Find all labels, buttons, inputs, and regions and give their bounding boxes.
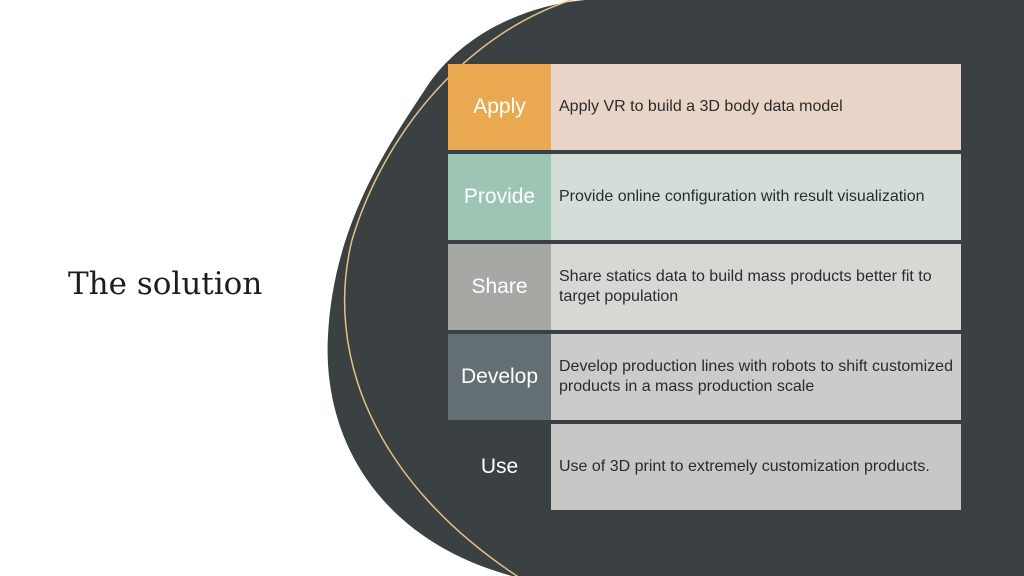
- row-develop: Develop Develop production lines with ro…: [448, 334, 961, 420]
- row-label: Provide: [448, 154, 551, 240]
- row-description: Provide online configuration with result…: [551, 154, 961, 240]
- row-label: Share: [448, 244, 551, 330]
- accent-curve-line: [343, 0, 575, 576]
- row-use: Use Use of 3D print to extremely customi…: [448, 424, 961, 510]
- row-label: Use: [480, 455, 519, 478]
- row-description: Apply VR to build a 3D body data model: [551, 64, 961, 150]
- row-share: Share Share statics data to build mass p…: [448, 244, 961, 330]
- row-apply: Apply Apply VR to build a 3D body data m…: [448, 64, 961, 150]
- row-description: Share statics data to build mass product…: [551, 244, 961, 330]
- row-provide: Provide Provide online configuration wit…: [448, 154, 961, 240]
- row-label: Develop: [448, 334, 551, 420]
- slide-title: The solution: [68, 266, 263, 302]
- row-description: Use of 3D print to extremely customizati…: [551, 424, 961, 510]
- row-description: Develop production lines with robots to …: [551, 334, 961, 420]
- solution-table: Apply Apply VR to build a 3D body data m…: [448, 64, 961, 514]
- row-label: Apply: [448, 64, 551, 150]
